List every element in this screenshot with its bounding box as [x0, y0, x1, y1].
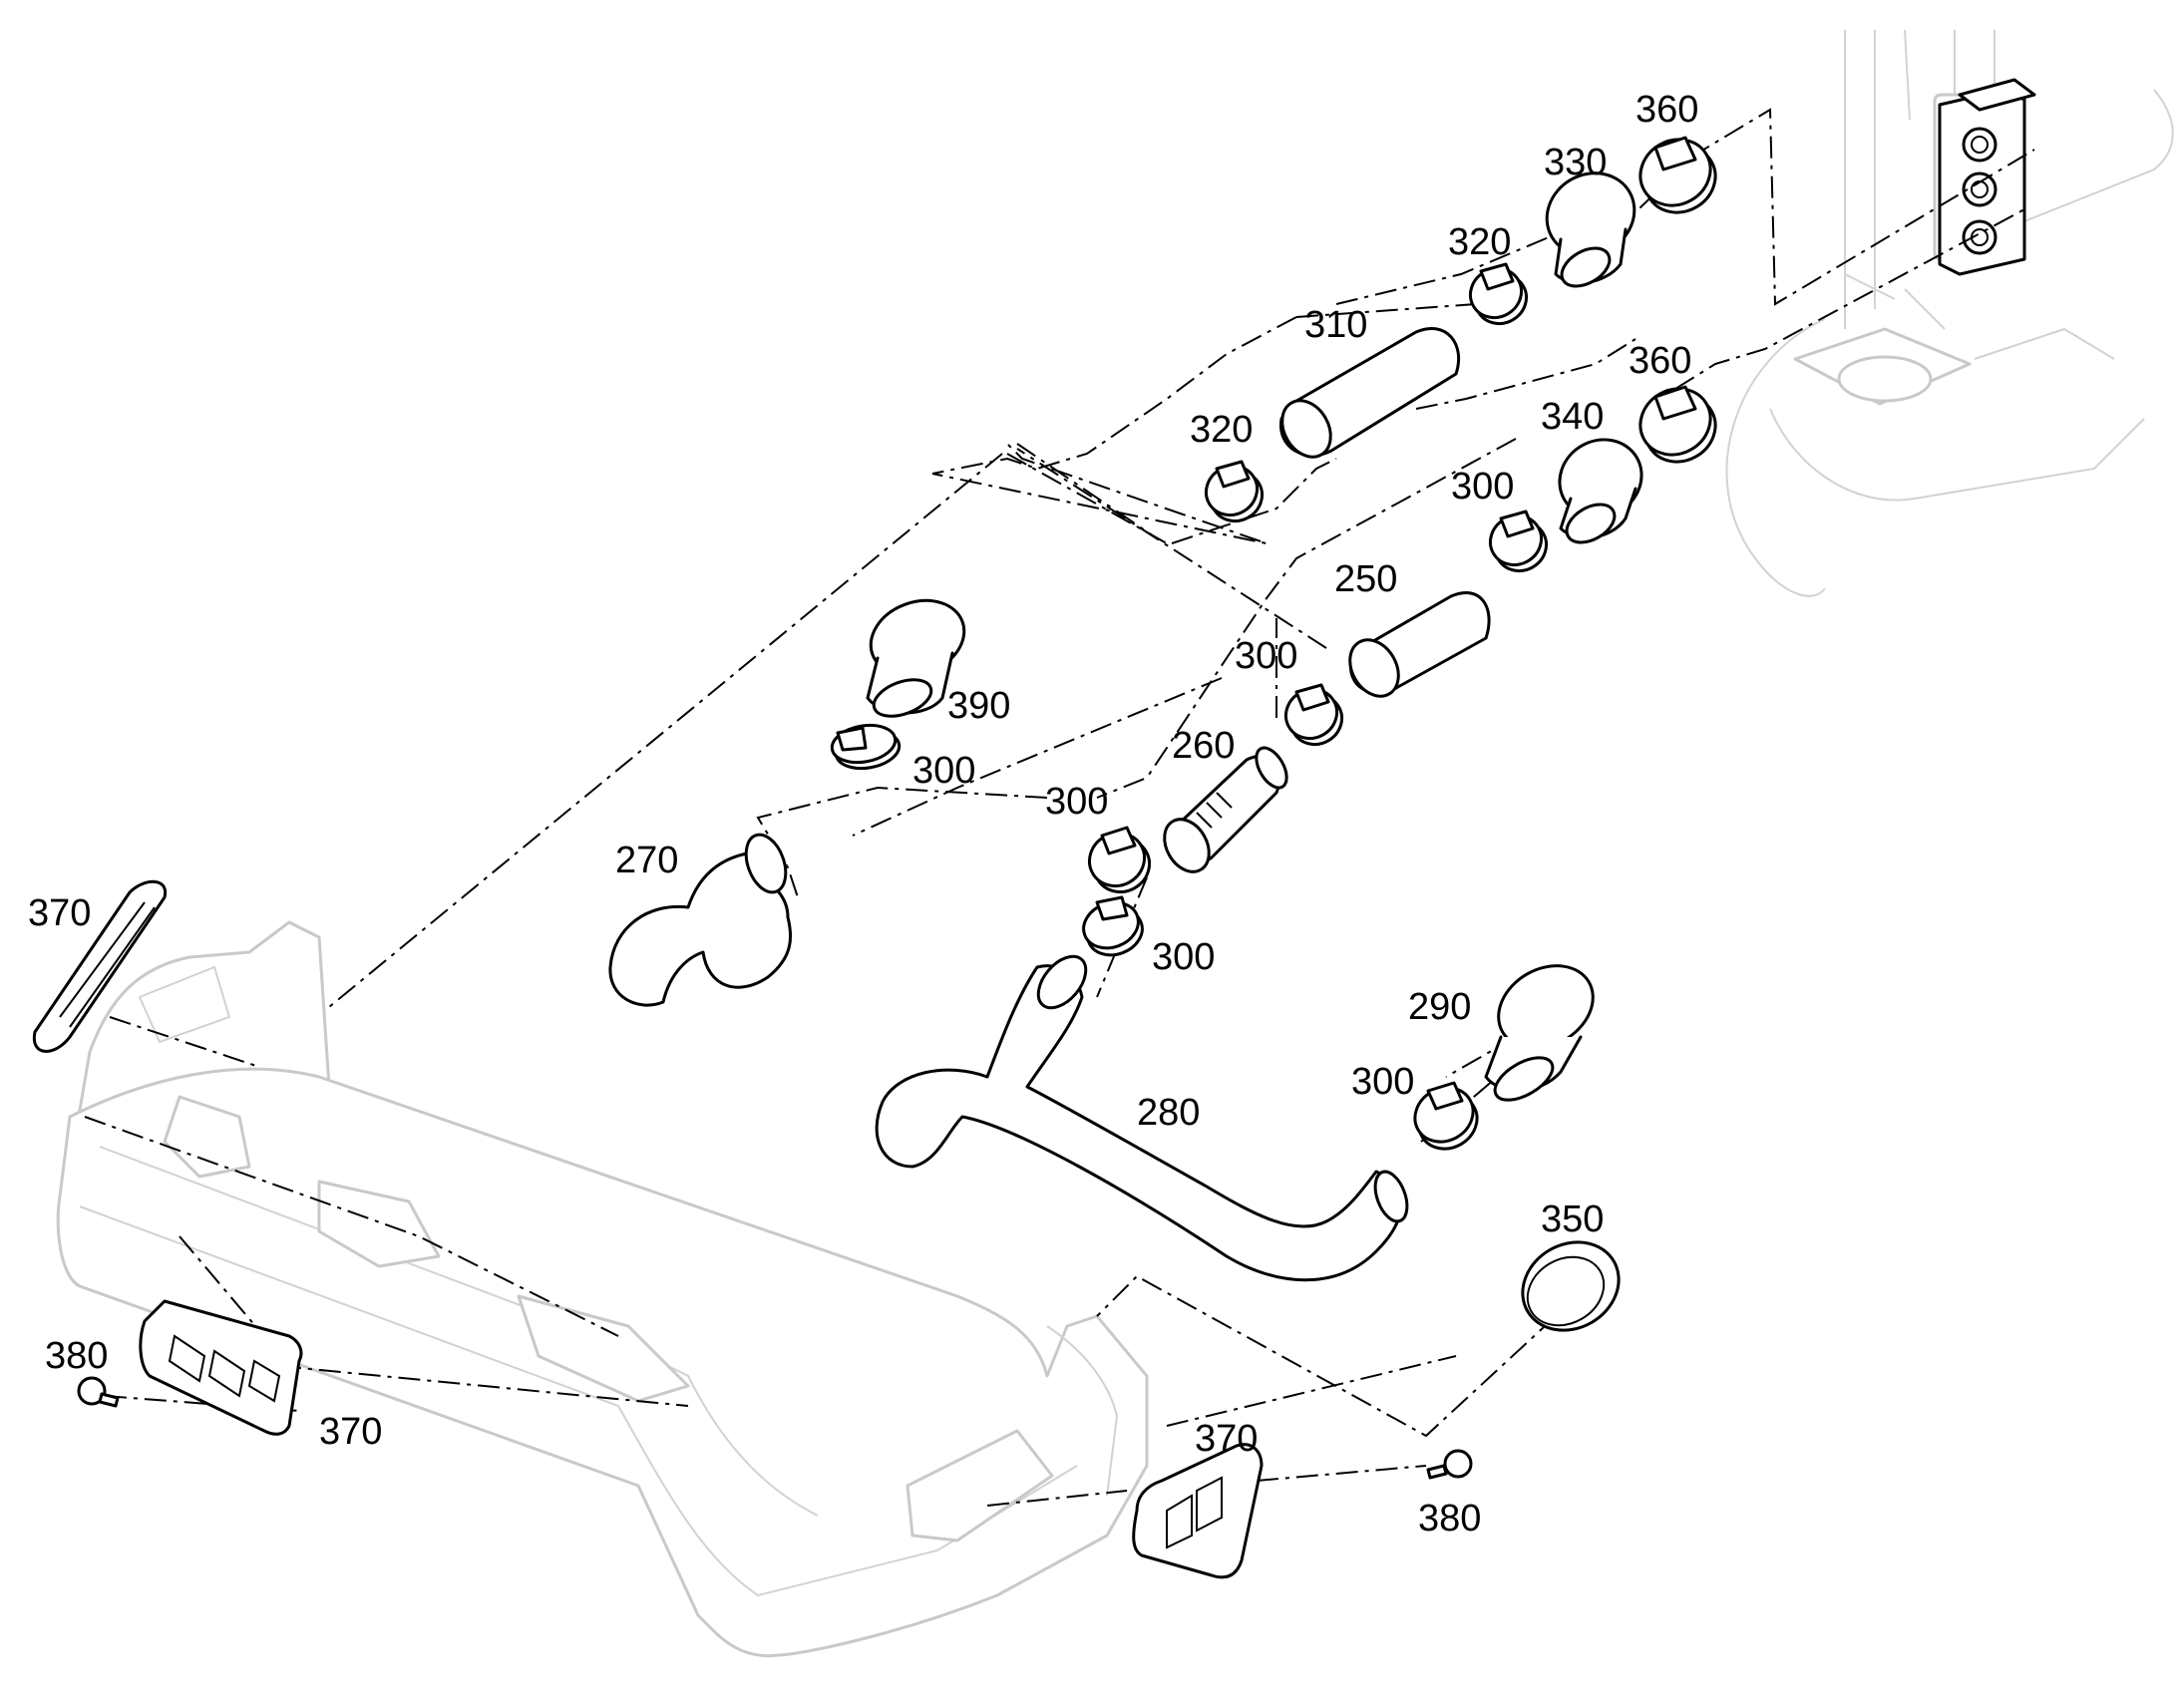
coupler-290 [1484, 964, 1595, 1102]
cap-350 [1521, 1240, 1621, 1332]
callout-300-e: 300 [1152, 936, 1215, 978]
hose-clamp-300-c [830, 723, 902, 771]
callout-360-lower: 360 [1629, 340, 1691, 382]
callout-300-a: 300 [1451, 466, 1514, 508]
callout-260: 260 [1172, 725, 1235, 767]
callout-360-upper: 360 [1635, 89, 1698, 131]
tee-connector-260 [1163, 746, 1288, 873]
callout-310: 310 [1304, 304, 1367, 346]
callout-300-f: 300 [1351, 1061, 1414, 1103]
hose-clamp-360-upper [1638, 136, 1717, 214]
screw-380-left [77, 1376, 120, 1408]
front-panel [56, 920, 1149, 1658]
hose-clamp-320-upper [1468, 262, 1529, 326]
hose-250 [1348, 591, 1491, 698]
air-vent-370-upper [32, 879, 168, 1053]
hose-clamp-300-b [1283, 683, 1344, 747]
hose-270 [608, 833, 793, 1007]
coupler-330 [1545, 171, 1636, 288]
callout-350: 350 [1541, 1198, 1604, 1240]
callout-250: 250 [1334, 558, 1397, 600]
air-vent-370-lower-right [1132, 1443, 1264, 1579]
hose-280 [875, 954, 1409, 1282]
callout-320-lower: 320 [1190, 409, 1253, 451]
callout-300-d: 300 [1045, 781, 1108, 823]
callout-290: 290 [1408, 986, 1471, 1028]
callout-labels: 360 330 320 310 320 360 340 300 250 300 … [28, 89, 1698, 1539]
callout-340: 340 [1541, 396, 1604, 438]
hose-clamp-300-d [1087, 826, 1152, 894]
callout-300-c: 300 [912, 750, 975, 792]
callout-380-left: 380 [45, 1335, 108, 1377]
callout-320-upper: 320 [1448, 221, 1511, 263]
callout-370-lower-right: 370 [1195, 1418, 1258, 1460]
callout-280: 280 [1137, 1092, 1200, 1134]
hose-clamp-300-f [1413, 1081, 1479, 1151]
callout-300-b: 300 [1235, 635, 1297, 677]
hose-clamp-360-lower [1638, 385, 1717, 464]
callout-390: 390 [947, 685, 1010, 727]
callout-370-upper: 370 [28, 892, 91, 934]
hose-clamp-320-lower [1204, 460, 1265, 523]
hose-clamp-300-a [1488, 510, 1549, 573]
callout-270: 270 [615, 840, 678, 881]
screw-380-right [1426, 1449, 1473, 1480]
hose-clamp-300-e [1082, 895, 1144, 957]
callout-380-right: 380 [1418, 1498, 1481, 1539]
air-vent-370-lower-left [139, 1299, 303, 1436]
coupler-340 [1558, 438, 1643, 544]
hose-310 [1279, 327, 1461, 459]
callout-370-lower-left: 370 [319, 1411, 382, 1453]
callout-330: 330 [1544, 142, 1607, 183]
heater-housing [1725, 29, 2174, 597]
coupler-390 [866, 598, 966, 718]
